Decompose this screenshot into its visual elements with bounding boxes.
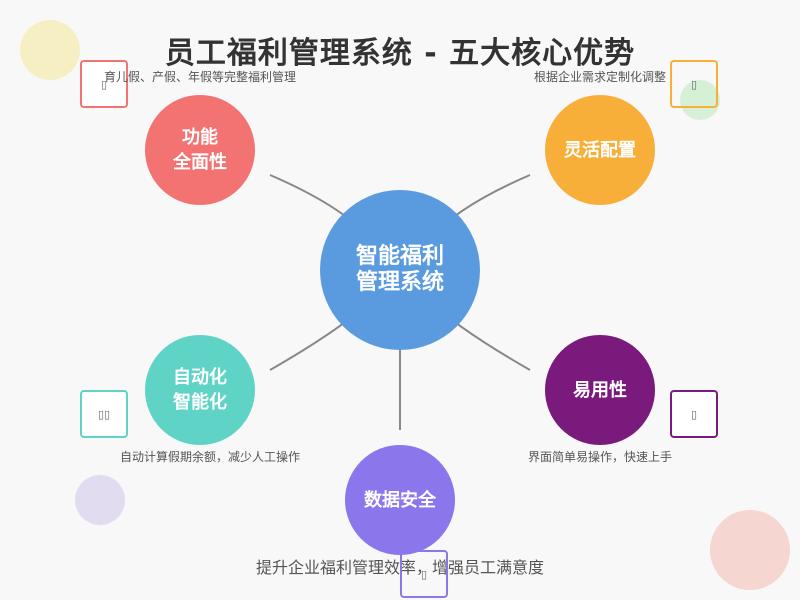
- ease-generic-icon: ▯: [670, 390, 718, 438]
- node-features: 功能 全面性: [145, 95, 255, 205]
- ease-description: 界面简单易操作，快速上手: [528, 450, 673, 464]
- auto-description: 自动计算假期余额，减少人工操作: [120, 450, 301, 464]
- node-config: 灵活配置: [545, 95, 655, 205]
- decorative-circle-yellow: [20, 20, 80, 80]
- center-node-line2: 管理系统: [355, 270, 444, 295]
- diagram-title: 员工福利管理系统 - 五大核心优势: [164, 36, 636, 71]
- security-generic-icon: ▯: [400, 550, 448, 598]
- decorative-circle-green: [680, 80, 720, 120]
- node-auto-line2: 智能化: [173, 392, 227, 413]
- node-auto-line1: 自动化: [173, 367, 227, 388]
- features-generic-icon: ▯: [80, 60, 128, 108]
- center-node-line1: 智能福利: [355, 244, 444, 269]
- config-generic-icon: ▯: [670, 60, 718, 108]
- node-auto: 自动化 智能化: [145, 335, 255, 445]
- node-features-line1: 功能: [182, 127, 218, 148]
- node-ease-line1: 易用性: [573, 379, 627, 401]
- node-ease: 易用性: [545, 335, 655, 445]
- decorative-circle-pink: [710, 510, 790, 590]
- node-config-line1: 灵活配置: [564, 139, 636, 161]
- config-description: 根据企业需求定制化调整: [534, 70, 667, 84]
- footer-tagline: 提升企业福利管理效率，增强员工满意度: [255, 558, 544, 577]
- decorative-circle-purple: [75, 475, 125, 525]
- node-security-line1: 数据安全: [364, 489, 436, 511]
- auto-generic-icon: ▯▯: [80, 390, 128, 438]
- features-description: 育儿假、产假、年假等完整福利管理: [104, 70, 297, 84]
- node-features-line2: 全面性: [173, 152, 227, 173]
- node-security: 数据安全: [345, 445, 455, 555]
- center-node: 智能福利 管理系统: [320, 190, 480, 350]
